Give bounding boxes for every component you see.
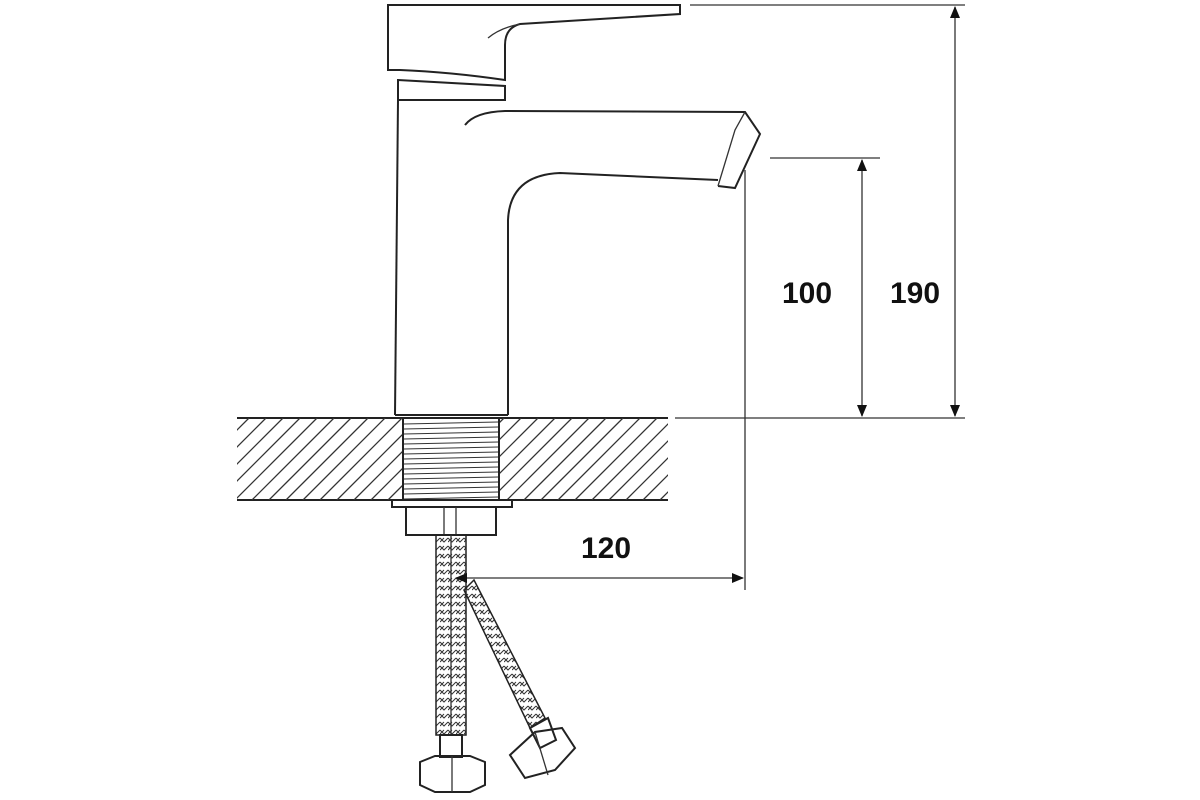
thread-line [404,431,498,435]
hatch-line [523,418,607,500]
dimension-lines [455,4,965,590]
hatch-line [150,418,232,500]
thread-line [404,461,498,465]
thread-line [404,486,498,490]
thread-line [404,451,498,455]
thread-line [404,481,498,485]
hatch-line [711,418,793,500]
hatch-line [268,418,352,500]
hatch-line [745,418,827,500]
thread-line [404,466,498,470]
flexible-hoses [419,534,577,793]
thread-line [404,471,498,475]
hatch-line [237,418,301,482]
hatch-line [574,418,658,500]
mounting-nut [391,499,513,536]
thread-line [404,441,498,445]
hatch-line [659,491,668,500]
hatch-line [237,418,250,431]
hatch-line [489,418,573,500]
hatch-line [591,423,668,500]
hatch-line [642,474,668,500]
thread-line [404,476,498,480]
faucet-handle [387,4,681,101]
thread-line [404,496,498,499]
hatch-line [540,418,624,500]
thread-line [404,421,498,425]
hatch-line [319,418,403,500]
hatch-line [302,418,386,500]
hatch-line [608,440,668,500]
hatch-line [285,418,369,500]
thread-line [404,446,498,450]
hatch-line [251,418,335,500]
thread-line [404,436,498,440]
hatch-line [694,418,776,500]
hatch-line [237,418,267,448]
thread-line [404,426,498,430]
countertop-section [150,417,827,501]
hatch-line [677,418,759,500]
spout-height-label: 100 [782,277,832,310]
hatch-line [557,418,641,500]
faucet-body [394,99,762,416]
thread-line [404,491,498,495]
thread-line [404,456,498,460]
hatch-line [506,418,590,500]
hatch-line [237,418,318,499]
hatch-line [237,418,284,465]
spout-reach-label: 120 [581,532,631,565]
hatch-line [728,418,810,500]
total-height-label: 190 [890,277,940,310]
hatch-line [625,457,668,500]
